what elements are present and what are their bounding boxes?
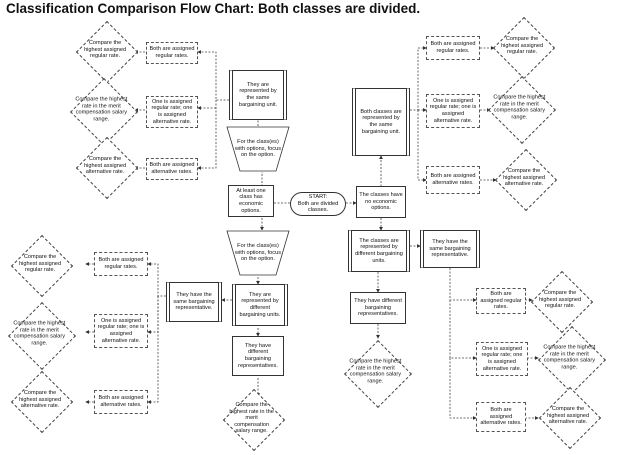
right-same-rep-proc: They have the same bargaining representa…: [420, 230, 480, 268]
left-options-focus-bottom: For the class(es) with options, focus on…: [226, 230, 290, 276]
right-diff-rep: They have different bargaining represent…: [350, 292, 406, 324]
right-same-unit-proc: Both classes are represented by the same…: [352, 88, 410, 156]
left-same-unit-proc: They are represented by the same bargain…: [229, 70, 287, 120]
right-both-regular-2: Both are assigned regular rates.: [476, 288, 526, 314]
left-options-focus-top: For the class(es) with options, focus on…: [226, 126, 290, 172]
right-both-alt: Both are assigned alternative rates.: [426, 166, 480, 194]
left-both-alt: Both are assigned alternative rates.: [146, 158, 198, 180]
start-node: START: Both are divided classes.: [290, 192, 346, 216]
left-diff-units-proc: They are represented by different bargai…: [232, 284, 288, 326]
left-diff-rep: They have different bargaining represent…: [232, 336, 284, 376]
right-no-econ-box: The classes have no economic options.: [356, 186, 406, 218]
left-one-regular-one-alt: One is assigned regular rate; one is ass…: [146, 96, 198, 128]
left-both-regular: Both are assigned regular rates.: [146, 42, 198, 64]
right-one-regular-one-alt-2: One is assigned regular rate; one is ass…: [476, 342, 528, 376]
right-diff-units-proc: The classes are represented by different…: [348, 230, 410, 272]
left-one-regular-one-alt-2: One is assigned regular rate; one is ass…: [94, 314, 148, 348]
left-economic-options-box: At least one class has economic options.: [228, 185, 274, 217]
left-both-alt-2: Both are assigned alternative rates.: [94, 390, 148, 414]
left-same-rep-proc: They have the same bargaining representa…: [166, 282, 222, 322]
start-label: START: Both are divided classes.: [297, 194, 339, 214]
right-both-regular: Both are assigned regular rates.: [426, 36, 480, 60]
right-both-alt-2: Both are assigned alternative rates.: [476, 402, 526, 432]
page-title: Classification Comparison Flow Chart: Bo…: [6, 1, 421, 16]
left-both-regular-2: Both are assigned regular rates.: [94, 252, 148, 276]
right-one-regular-one-alt: One is assigned regular rate; one is ass…: [426, 94, 480, 128]
